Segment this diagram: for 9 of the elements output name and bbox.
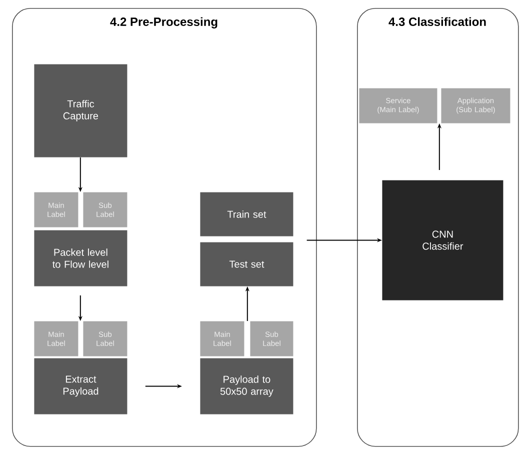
process-box: Packet level to Flow level [34,230,128,286]
classifier-box: CNN Classifier [382,180,504,300]
panel-heading: 4.3 Classification [388,17,486,26]
process-box: Test set [200,242,294,286]
process-box: Extract Payload [34,358,128,414]
process-box: Payload to 50x50 array [200,358,294,414]
panel-heading: 4.2 Pre-Processing [110,17,218,28]
process-box: Train set [200,192,294,236]
process-box: Traffic Capture [34,64,128,158]
